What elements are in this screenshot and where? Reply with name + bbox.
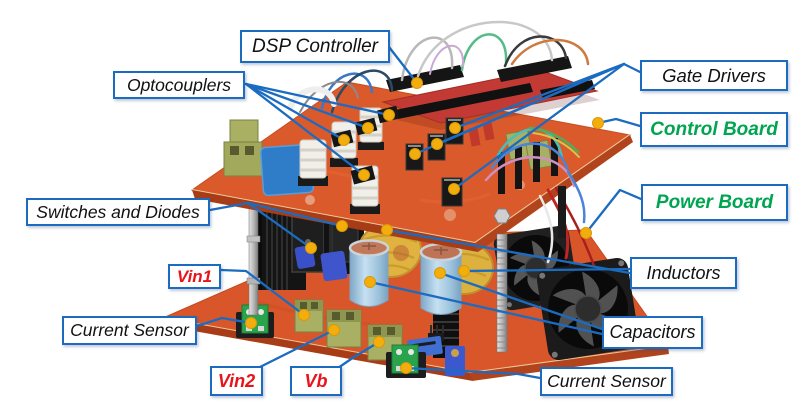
callout-marker-dot [458,265,470,277]
callout-markers [245,77,604,374]
callout-marker-dot [338,134,350,146]
callout-label-inductors: Inductors [630,257,737,289]
callout-marker-dot [592,117,604,129]
callout-marker-dot [381,224,393,236]
callout-marker-dot [358,169,370,181]
callout-marker-dot [431,138,443,150]
dsp-board [381,56,600,130]
callout-marker-dot [305,242,317,254]
callout-marker-dot [328,324,340,336]
standoff-left [246,200,261,316]
callout-marker-dot [580,227,592,239]
callout-marker-dot [383,109,395,121]
callout-lines [195,45,643,380]
callout-label-gate-drivers: Gate Drivers [640,60,788,91]
callout-label-dsp-controller: DSP Controller [240,30,390,63]
callout-marker-dot [434,267,446,279]
standoff-threaded-rod [493,186,566,353]
callout-marker-dot [448,183,460,195]
callout-marker-dot [373,336,385,348]
callout-marker-dot [245,317,257,329]
callout-label-current-sensor-right: Current Sensor [540,367,673,396]
callout-label-switches-and-diodes: Switches and Diodes [26,198,210,226]
callout-label-capacitors: Capacitors [602,316,703,349]
callout-marker-dot [336,220,348,232]
callout-marker-dot [364,276,376,288]
callout-label-vin2: Vin2 [210,366,263,396]
callout-marker-dot [400,362,412,374]
corner-wires [484,126,596,268]
callout-marker-dot [362,122,374,134]
callout-marker-dot [411,77,423,89]
control-board-terminal [223,119,263,177]
callout-label-current-sensor-left: Current Sensor [62,316,197,345]
callout-marker-dot [409,148,421,160]
callout-marker-dot [449,122,461,134]
callout-label-optocouplers: Optocouplers [113,71,245,99]
callout-marker-dot [298,309,310,321]
callout-label-control-board: Control Board [640,112,788,147]
callout-label-power-board: Power Board [641,184,788,221]
callout-label-vin1: Vin1 [168,264,221,289]
jumper-wires [287,20,590,114]
callout-label-vb: Vb [290,366,342,396]
